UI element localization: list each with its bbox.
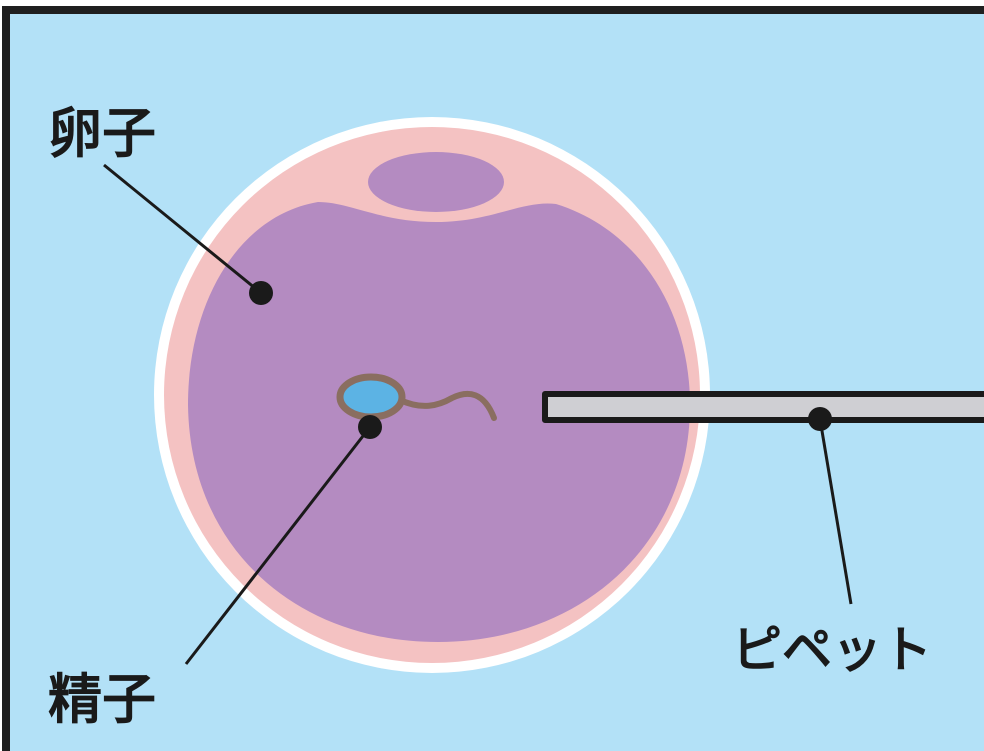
sperm-head (336, 373, 406, 421)
pipette (542, 391, 984, 423)
sperm-tail (397, 390, 497, 421)
egg-marker-dot (249, 281, 273, 305)
pipette-leader-line (818, 418, 853, 605)
polar-body (368, 152, 504, 212)
sperm-marker-dot (358, 415, 382, 439)
egg-cytoplasm (188, 202, 690, 642)
egg-leader-line (103, 163, 262, 295)
sperm-label: 精子 (48, 668, 156, 731)
pipette-label: ピペット (732, 621, 932, 679)
sperm-leader-line (184, 426, 372, 665)
egg-label: 卵子 (48, 102, 156, 165)
pipette-marker-dot (808, 407, 832, 431)
